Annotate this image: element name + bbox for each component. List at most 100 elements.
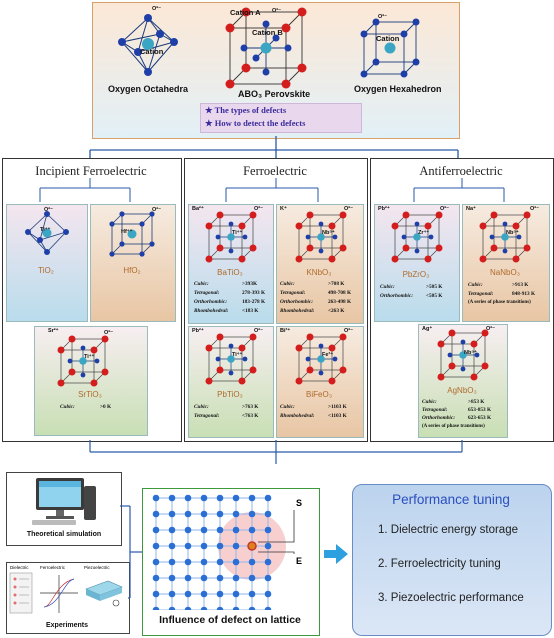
lattice-node [184,510,192,518]
agnbo3-center-label: Nb⁵⁺ [464,350,477,356]
lattice-node [248,606,256,610]
lattice-node [184,574,192,582]
lattice-node [200,590,208,598]
knbo3-name: KNbO₃ [306,268,332,277]
lattice-node [168,558,176,566]
knbo3-phase-table: Cubic:>708 K Tetragonal:498-708 K Orthor… [280,281,352,314]
batio3-center-label: Ti⁴⁺ [232,230,243,236]
srtio3-center-label: Ti⁴⁺ [84,354,95,360]
lattice-node [216,510,224,518]
batio3-card [188,204,274,324]
lattice-node [216,494,224,502]
lattice-node [248,510,256,518]
antiferroelectric-title: Antiferroelectric [419,164,503,178]
exp-piezoelectric-label: Piezoelectric [84,565,110,570]
perovskite-cation-a-label: Cation A [230,8,261,17]
agnbo3-a-ion-label: Ag⁺ [422,326,433,332]
batio3-structure [205,211,257,263]
lattice-node [216,574,224,582]
lattice-node [184,542,192,550]
e-pointer [258,551,295,554]
octahedra-cation-label: Cation [140,47,164,56]
performance-item: 3. Piezoelectric performance [378,592,524,604]
hexahedron-oxygen-label: O²⁻ [378,14,388,20]
lattice-node [168,542,176,550]
pbzro3-a-ion-label: Pb²⁺ [378,206,390,212]
hfo2-oxygen-label: O²⁻ [152,207,162,213]
lattice-node [264,542,272,550]
e-label: E [296,556,302,566]
lattice-node [216,526,224,534]
lattice-node [184,494,192,502]
pbtio3-oxygen-label: O²⁻ [254,328,264,334]
nanbo3-phase-table: Cubic:>913 K Tetragonal:848-913 K (A ser… [468,282,536,305]
lattice-node [152,542,160,550]
agnbo3-note: (A series of phase transitions) [422,424,485,429]
lattice-node [168,574,176,582]
lattice-node [200,606,208,610]
oxygen-hexahedron-diagram [360,18,420,78]
tio2-center-label: Ti⁴⁺ [40,227,51,233]
hfo2-structure [109,211,155,257]
lattice-node [232,542,240,550]
agnbo3-oxygen-label: O²⁻ [486,326,496,332]
lattice-node [232,606,240,610]
lattice-node [168,606,176,610]
defect-item: ★ How to detect the defects [205,118,306,128]
octahedra-oxygen-label: O²⁻ [152,6,162,12]
knbo3-a-ion-label: K⁺ [280,206,287,212]
lattice-node [200,526,208,534]
perovskite-oxygen-label: O²⁻ [272,8,282,14]
defect-item: ★ The types of defects [205,105,287,115]
pbtio3-center-label: Ti⁴⁺ [232,352,243,358]
bifeo3-center-label: Fe³⁺ [322,352,334,358]
bifeo3-name: BiFeO₃ [306,390,332,399]
lattice-node [232,558,240,566]
lattice-node [200,510,208,518]
left-bracket [120,505,142,599]
srtio3-card [34,326,148,436]
pbtio3-phase-table: Cubic:>763 K Tetragonal:<763 K [194,404,259,419]
performance-list: 1. Dielectric energy storage 2. Ferroele… [366,514,550,632]
bifeo3-oxygen-label: O²⁻ [344,328,354,334]
knbo3-center-label: Nb⁵⁺ [322,230,335,236]
lattice-caption: Influence of defect on lattice [159,614,301,626]
lattice-node [216,558,224,566]
lattice-node [216,606,224,610]
lattice-node [168,590,176,598]
lattice-node [168,494,176,502]
defects-box: ★ The types of defects ★ How to detect t… [200,103,362,133]
lattice-node [168,526,176,534]
lattice-node [200,494,208,502]
octahedra-caption: Oxygen Octahedra [108,84,189,94]
nanbo3-oxygen-label: O²⁻ [530,206,540,212]
bottom-connector [89,440,463,464]
hfo2-center-label: Hf⁴⁺ [121,229,133,235]
bifeo3-phase-table: Cubic:>1103 K Rhombohedral:<1103 K [280,404,347,419]
lattice-node [232,510,240,518]
pbtio3-a-ion-label: Pb²⁺ [192,328,204,334]
lattice-node [216,542,224,550]
experiments-illustration [9,572,123,614]
lattice-node [152,510,160,518]
nanbo3-structure [479,211,531,263]
lattice-node [232,526,240,534]
pbtio3-card [188,326,274,438]
panel-brackets [39,178,505,202]
tio2-structure [25,211,69,255]
batio3-a-ion-label: Ba²⁺ [192,206,204,212]
s-label: S [296,498,302,508]
hfo2-name: HfO₂ [123,266,141,275]
hexahedron-caption: Oxygen Hexahedron [354,84,442,94]
lattice-node [152,606,160,610]
lattice-node [184,590,192,598]
srtio3-name: SrTiO₃ [78,390,102,399]
tio2-oxygen-label: O²⁻ [44,207,54,213]
perovskite-diagram [225,7,307,89]
lattice-node [184,558,192,566]
pbzro3-center-label: Zr⁴⁺ [418,230,430,236]
srtio3-structure [57,335,109,387]
nanbo3-note: (A series of phase transitions) [468,300,531,305]
pbzro3-phase-table: Cubic:>505 K Orthorhombic:<505 K [380,284,443,299]
nanbo3-center-label: Nb⁵⁺ [506,230,519,236]
